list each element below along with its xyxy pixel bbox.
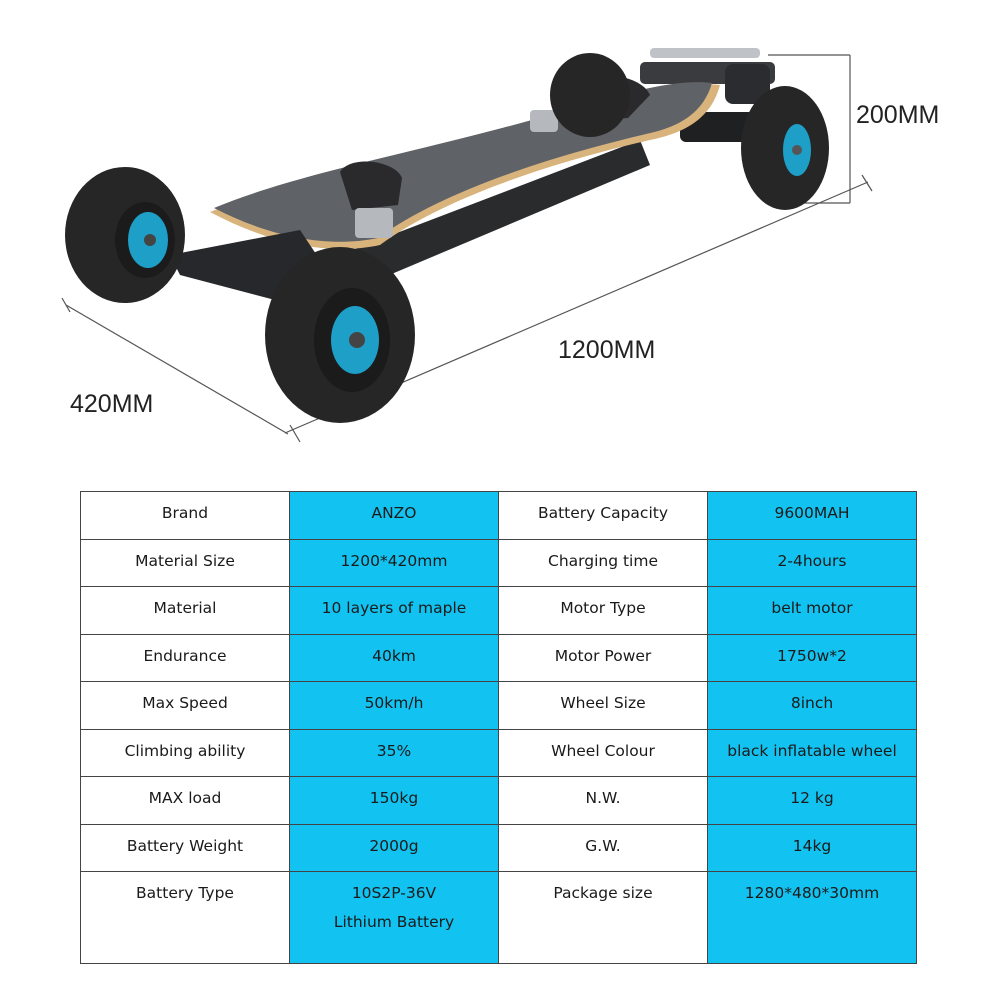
spec-value: 1200*420mm [289,538,499,587]
spec-value: ANZO [289,491,499,540]
spec-label: Climbing ability [80,728,290,777]
spec-value: 14kg [707,823,917,872]
table-row: Battery Weight 2000g G.W. 14kg [80,823,917,872]
spec-label: Battery Type [80,871,290,964]
spec-value: 35% [289,728,499,777]
spec-label: Endurance [80,633,290,682]
table-row: Max Speed 50km/h Wheel Size 8inch [80,681,917,730]
spec-label: Wheel Colour [498,728,708,777]
spec-value: 150kg [289,776,499,825]
spec-label: Package size [498,871,708,964]
specs-table: Brand ANZO Battery Capacity 9600MAH Mate… [80,491,917,964]
length-dimension-label: 1200MM [558,336,656,364]
wheel-front-right [265,247,415,423]
spec-value: 1280*480*30mm [707,871,917,964]
height-dimension-label: 200MM [856,101,940,129]
spec-value: 50km/h [289,681,499,730]
wheel-back-left [550,53,630,137]
spec-label: Battery Weight [80,823,290,872]
spec-label: N.W. [498,776,708,825]
table-row: Endurance 40km Motor Power 1750w*2 [80,633,917,682]
table-row: Material Size 1200*420mm Charging time 2… [80,538,917,587]
spec-label: Wheel Size [498,681,708,730]
table-row: Climbing ability 35% Wheel Colour black … [80,728,917,777]
spec-label: MAX load [80,776,290,825]
spec-label: Brand [80,491,290,540]
spec-value: 8inch [707,681,917,730]
table-row: Material 10 layers of maple Motor Type b… [80,586,917,635]
table-row: Battery Type 10S2P-36V Lithium Battery P… [80,871,917,964]
spec-value: 10 layers of maple [289,586,499,635]
spec-value: 2000g [289,823,499,872]
width-dimension-label: 420MM [70,390,154,418]
spec-label: Material [80,586,290,635]
spec-label: Material Size [80,538,290,587]
spec-value-line: 10S2P-36V [351,884,437,902]
spec-value: 40km [289,633,499,682]
table-row: MAX load 150kg N.W. 12 kg [80,776,917,825]
table-row: Brand ANZO Battery Capacity 9600MAH [80,491,917,540]
wheel-back-right [741,86,829,210]
spec-label: Motor Power [498,633,708,682]
spec-value-line: Lithium Battery [333,913,455,931]
spec-label: Charging time [498,538,708,587]
wheel-front-left [65,167,185,303]
skateboard-illustration [61,48,873,443]
battery-box [300,140,650,300]
spec-value: belt motor [707,586,917,635]
spec-label: G.W. [498,823,708,872]
spec-value: 10S2P-36V Lithium Battery [289,871,499,964]
spec-value: 9600MAH [707,491,917,540]
spec-value: black inflatable wheel [707,728,917,777]
spec-value: 1750w*2 [707,633,917,682]
spec-label: Motor Type [498,586,708,635]
rear-truck [640,48,775,142]
spec-value: 2-4hours [707,538,917,587]
spec-value: 12 kg [707,776,917,825]
spec-label: Battery Capacity [498,491,708,540]
spec-label: Max Speed [80,681,290,730]
